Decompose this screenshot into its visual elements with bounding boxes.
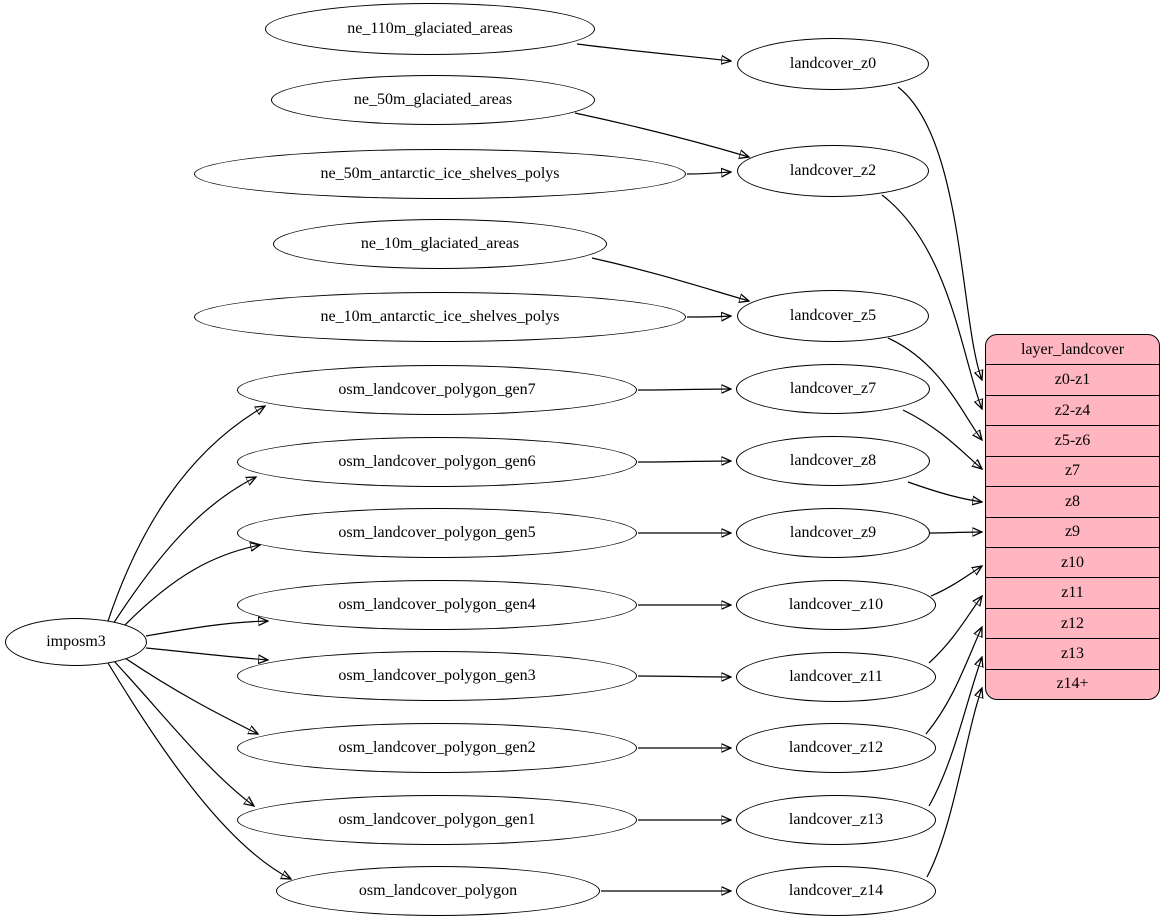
edge-z5-to-row-z5z6 bbox=[887, 337, 982, 440]
edge-z10-to-row-z10 bbox=[930, 566, 982, 597]
record-row-z5-z6: z5-z6 bbox=[986, 425, 1159, 455]
edge-ne50m-antarctic-to-z2 bbox=[686, 172, 731, 174]
edge-imposm3-to-polygon bbox=[107, 662, 291, 879]
edge-ne50m-glaciated-to-z2 bbox=[574, 112, 749, 157]
node-landcover-z7: landcover_z7 bbox=[736, 364, 930, 414]
node-landcover-z12: landcover_z12 bbox=[736, 723, 936, 773]
node-osm-landcover-polygon-gen1: osm_landcover_polygon_gen1 bbox=[237, 795, 637, 845]
node-osm-landcover-polygon-gen4: osm_landcover_polygon_gen4 bbox=[237, 580, 637, 630]
node-landcover-z2: landcover_z2 bbox=[737, 145, 929, 197]
node-ne-10m-glaciated-areas: ne_10m_glaciated_areas bbox=[273, 219, 607, 269]
node-landcover-z10: landcover_z10 bbox=[736, 580, 936, 630]
edge-ne10m-glaciated-to-z5 bbox=[591, 257, 749, 301]
node-landcover-z14: landcover_z14 bbox=[736, 866, 936, 916]
node-landcover-z5: landcover_z5 bbox=[737, 290, 929, 342]
record-row-z8: z8 bbox=[986, 486, 1159, 516]
record-row-z11: z11 bbox=[986, 577, 1159, 607]
node-osm-landcover-polygon: osm_landcover_polygon bbox=[276, 866, 600, 916]
edge-z11-to-row-z11 bbox=[928, 596, 982, 664]
edge-z7-to-row-z7 bbox=[902, 409, 982, 469]
record-row-z13: z13 bbox=[986, 638, 1159, 668]
node-ne-50m-glaciated-areas: ne_50m_glaciated_areas bbox=[271, 75, 595, 125]
record-title: layer_landcover bbox=[1020, 340, 1125, 358]
record-row-z12: z12 bbox=[986, 607, 1159, 638]
edge-imposm3-to-gen3 bbox=[145, 647, 268, 660]
node-landcover-z13: landcover_z13 bbox=[736, 795, 936, 845]
node-landcover-z0: landcover_z0 bbox=[737, 38, 929, 90]
record-row-z9: z9 bbox=[986, 516, 1159, 547]
edge-z8-to-row-z8 bbox=[907, 481, 982, 502]
node-ne-50m-antarctic-ice-shelves-polys: ne_50m_antarctic_ice_shelves_polys bbox=[194, 149, 686, 199]
edge-imposm3-to-gen4 bbox=[145, 621, 268, 637]
edge-gen7-to-z7 bbox=[637, 389, 731, 390]
node-imposm3: imposm3 bbox=[5, 618, 147, 666]
record-row-z7: z7 bbox=[986, 455, 1159, 486]
node-landcover-z9: landcover_z9 bbox=[736, 508, 930, 558]
edge-z9-to-row-z9 bbox=[929, 532, 982, 533]
edge-z14-to-row-z14plus bbox=[926, 688, 982, 878]
node-osm-landcover-polygon-gen7: osm_landcover_polygon_gen7 bbox=[237, 365, 637, 415]
record-row-z0-z1: z0-z1 bbox=[986, 364, 1159, 394]
edge-z2-to-row-z2z4 bbox=[881, 194, 982, 409]
edge-ne110m-to-z0 bbox=[576, 43, 731, 61]
edge-imposm3-to-gen5 bbox=[121, 545, 260, 629]
node-osm-landcover-polygon-gen3: osm_landcover_polygon_gen3 bbox=[237, 651, 637, 701]
node-landcover-z11: landcover_z11 bbox=[736, 652, 936, 702]
edge-z13-to-row-z13 bbox=[928, 657, 982, 807]
node-ne-110m-glaciated-areas: ne_110m_glaciated_areas bbox=[265, 3, 595, 55]
edge-imposm3-to-gen1 bbox=[112, 659, 254, 806]
edge-z12-to-row-z12 bbox=[925, 627, 982, 735]
edge-ne10m-antarctic-to-z5 bbox=[686, 316, 731, 317]
edge-gen3-to-z11 bbox=[637, 676, 731, 677]
record-row-z10: z10 bbox=[986, 546, 1159, 577]
node-osm-landcover-polygon-gen6: osm_landcover_polygon_gen6 bbox=[237, 437, 637, 487]
node-osm-landcover-polygon-gen2: osm_landcover_polygon_gen2 bbox=[237, 723, 637, 773]
node-ne-10m-antarctic-ice-shelves-polys: ne_10m_antarctic_ice_shelves_polys bbox=[194, 292, 686, 342]
record-row-z14plus: z14+ bbox=[986, 668, 1159, 699]
edge-imposm3-to-gen6 bbox=[112, 477, 256, 625]
edge-z0-to-row-z0z1 bbox=[897, 86, 982, 380]
node-landcover-z8: landcover_z8 bbox=[736, 436, 930, 486]
edge-imposm3-to-gen2 bbox=[121, 655, 258, 734]
edge-imposm3-to-gen7 bbox=[107, 406, 265, 622]
layer-landcover-record: layer_landcover z0-z1 z2-z4 z5-z6 z7 z8 … bbox=[985, 334, 1160, 700]
record-row-z2-z4: z2-z4 bbox=[986, 394, 1159, 425]
edge-gen6-to-z8 bbox=[637, 461, 731, 462]
node-osm-landcover-polygon-gen5: osm_landcover_polygon_gen5 bbox=[237, 508, 637, 558]
